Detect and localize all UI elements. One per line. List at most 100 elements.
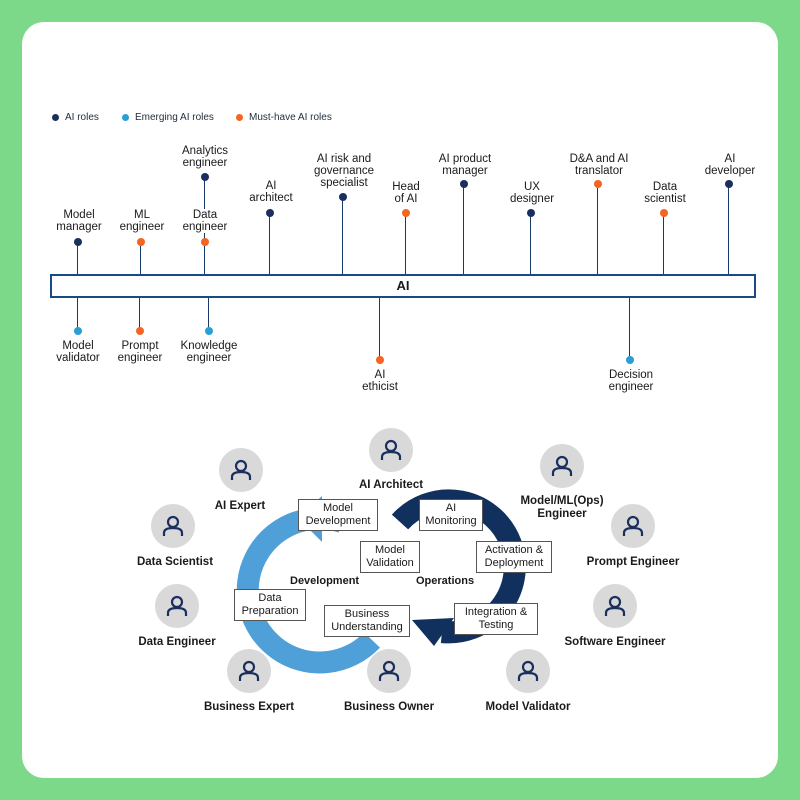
role-line: scientist — [644, 193, 686, 205]
pin-must-have — [201, 238, 209, 246]
step-line: Development — [305, 515, 371, 527]
pin-emerging — [205, 327, 213, 335]
role-line: Head — [392, 181, 420, 193]
legend-ai-roles: AI roles — [52, 112, 99, 123]
legend-dot-ai-roles — [52, 114, 59, 121]
stem — [269, 213, 271, 274]
role-line: Analytics — [181, 145, 229, 157]
stem — [597, 184, 599, 274]
step-line: Testing — [478, 619, 514, 631]
step-line: Validation — [366, 557, 414, 569]
role-line: AI product — [438, 153, 492, 165]
step-line: Model — [375, 544, 405, 556]
step-line: Model — [323, 502, 353, 514]
person-label: Business Expert — [203, 701, 295, 713]
role-line: architect — [249, 192, 293, 204]
role-analytics-engineer: Analytics engineer — [182, 145, 228, 169]
person-label: Model Validator — [485, 701, 571, 713]
role-ai-ethicist: AI ethicist — [362, 369, 398, 393]
operations-arrowhead — [412, 618, 454, 646]
role-line: manager — [442, 165, 488, 177]
role-head-of-ai: Head of AI — [392, 181, 420, 205]
step-line: Data — [258, 592, 282, 604]
person-label: Software Engineer — [564, 636, 666, 648]
step-line: Activation & — [484, 544, 544, 556]
role-line: Data — [192, 209, 218, 221]
development-label: Development — [290, 575, 360, 587]
role-line: Data — [652, 181, 678, 193]
role-line: specialist — [320, 177, 368, 189]
legend-label: AI roles — [65, 112, 99, 123]
role-line: AI — [724, 153, 736, 165]
step-activation-deployment: Activation & Deployment — [476, 541, 552, 573]
person-label: Model/ML(Ops) Engineer — [520, 495, 603, 521]
stem — [77, 242, 79, 274]
pin-emerging — [74, 327, 82, 335]
legend-dot-emerging — [122, 114, 129, 121]
role-data-engineer: Data engineer — [180, 209, 230, 233]
person-icon — [219, 448, 263, 492]
person-label: AI Expert — [214, 500, 266, 512]
stem — [463, 184, 465, 274]
legend-must-have-roles: Must-have AI roles — [236, 112, 332, 123]
person-icon — [227, 649, 271, 693]
stem — [342, 197, 344, 274]
pin-ai-role — [339, 193, 347, 201]
role-line: ethicist — [362, 381, 398, 393]
role-line: Prompt — [121, 340, 159, 352]
role-knowledge-engineer: Knowledge engineer — [181, 340, 238, 364]
role-line: designer — [509, 193, 555, 205]
role-line: AI — [374, 369, 386, 381]
role-line: engineer — [117, 352, 163, 364]
role-ai-product-manager: AI product manager — [439, 153, 491, 177]
person-label: Data Scientist — [136, 556, 214, 568]
role-line: manager — [56, 221, 102, 233]
step-model-validation: Model Validation — [360, 541, 420, 573]
step-ai-monitoring: AI Monitoring — [419, 499, 483, 531]
legend-label: Emerging AI roles — [135, 112, 214, 123]
pin-ai-role — [527, 209, 535, 217]
step-business-understanding: Business Understanding — [324, 605, 410, 637]
role-line: ML — [134, 209, 150, 221]
role-line: Model — [62, 340, 94, 352]
pin-ai-role — [460, 180, 468, 188]
person-icon — [369, 428, 413, 472]
stem — [140, 242, 142, 274]
step-model-development: Model Development — [298, 499, 378, 531]
legend-emerging-roles: Emerging AI roles — [122, 112, 214, 123]
pin-must-have — [660, 209, 668, 217]
stem — [208, 298, 210, 330]
step-line: Business — [344, 608, 390, 620]
step-line: Monitoring — [425, 515, 477, 527]
pin-ai-role — [201, 173, 209, 181]
role-line: engineer — [182, 157, 228, 169]
stem — [379, 298, 381, 360]
role-ai-developer: AI developer — [705, 153, 756, 177]
role-line: engineer — [182, 221, 228, 233]
role-decision-engineer: Decision engineer — [609, 369, 654, 393]
step-line: Understanding — [331, 621, 403, 633]
role-ai-risk-governance: AI risk and governance specialist — [314, 153, 374, 189]
role-line: engineer — [608, 381, 654, 393]
pin-ai-role — [266, 209, 274, 217]
role-ux-designer: UX designer — [510, 181, 554, 205]
person-icon — [540, 444, 584, 488]
role-ml-engineer: ML engineer — [120, 209, 165, 233]
person-label-line: Model/ML(Ops) — [520, 495, 604, 507]
role-line: D&A and AI — [569, 153, 629, 165]
role-line: governance — [313, 165, 375, 177]
step-integration-testing: Integration & Testing — [454, 603, 538, 635]
stem — [139, 298, 141, 330]
stem — [405, 213, 407, 274]
role-model-manager: Model manager — [56, 209, 101, 233]
role-line: Knowledge — [180, 340, 238, 352]
person-label: Data Engineer — [138, 636, 216, 648]
role-prompt-engineer: Prompt engineer — [118, 340, 163, 364]
step-line: Deployment — [484, 557, 544, 569]
person-label: Business Owner — [343, 701, 435, 713]
role-ai-architect: AI architect — [249, 180, 292, 204]
card: AI roles Emerging AI roles Must-have AI … — [22, 22, 778, 778]
role-data-scientist: Data scientist — [644, 181, 686, 205]
role-line: engineer — [119, 221, 165, 233]
person-icon — [367, 649, 411, 693]
